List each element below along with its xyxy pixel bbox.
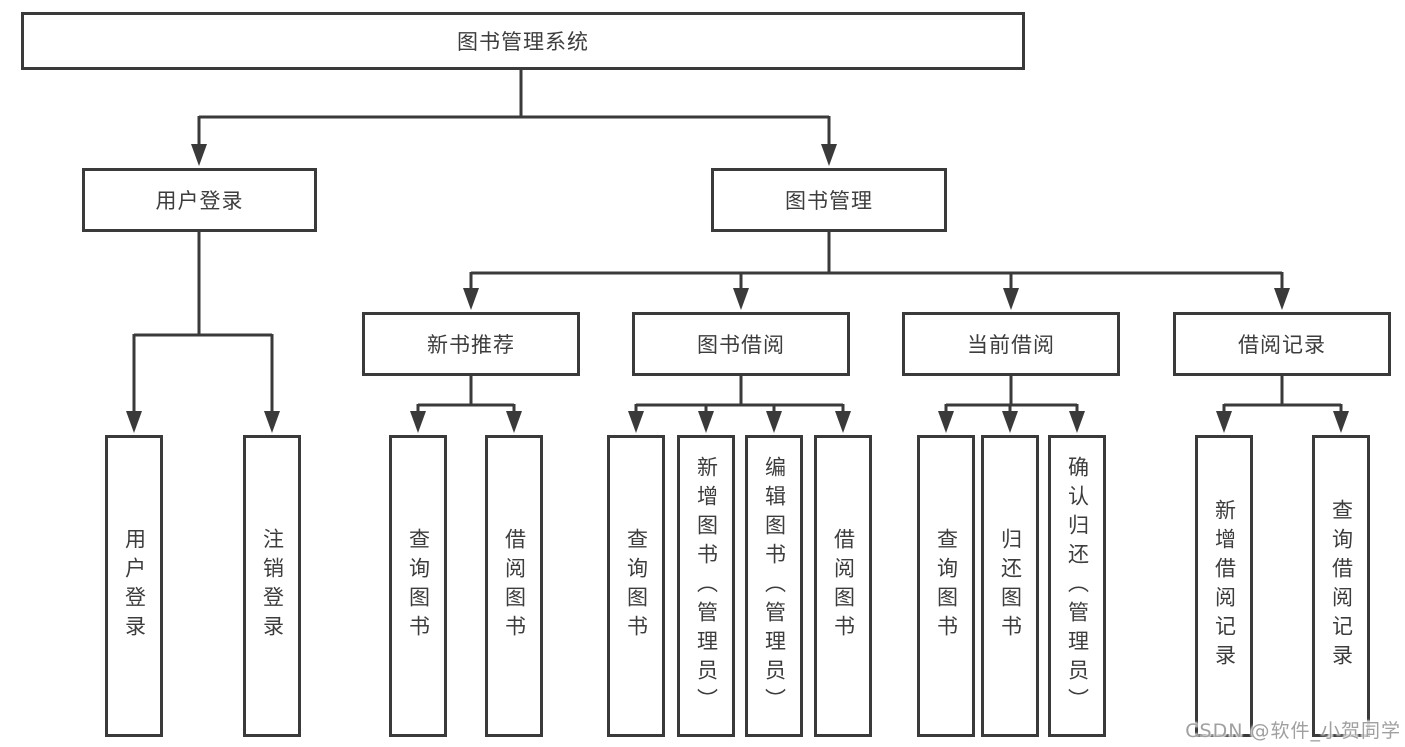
leaf-edit-books-admin: 编辑图书（管理员） xyxy=(745,435,803,737)
node-current-borrow: 当前借阅 xyxy=(902,312,1120,376)
leaf-label: 用户登录 xyxy=(122,528,147,644)
leaf-query-books-borrow: 查询图书 xyxy=(607,435,665,737)
leaf-borrow-books-recommend: 借阅图书 xyxy=(485,435,543,737)
leaf-label: 确认归还（管理员） xyxy=(1065,455,1090,717)
node-label: 图书借阅 xyxy=(697,333,785,357)
leaf-label: 新增图书（管理员） xyxy=(694,455,719,717)
node-label: 借阅记录 xyxy=(1238,333,1326,357)
leaf-query-books-recommend: 查询图书 xyxy=(389,435,447,737)
node-borrow-records: 借阅记录 xyxy=(1173,312,1391,376)
leaf-label: 编辑图书（管理员） xyxy=(762,455,787,717)
node-book-borrow: 图书借阅 xyxy=(632,312,850,376)
csdn-watermark: CSDN @软件_小贺同学 xyxy=(1185,720,1401,742)
leaf-label: 新增借阅记录 xyxy=(1212,499,1237,673)
node-label: 用户登录 xyxy=(155,189,244,213)
node-new-book-recommend: 新书推荐 xyxy=(362,312,580,376)
leaf-label: 查询图书 xyxy=(624,528,649,644)
node-book-management: 图书管理 xyxy=(711,168,947,232)
node-label: 新书推荐 xyxy=(427,333,515,357)
node-label: 图书管理系统 xyxy=(457,30,589,54)
leaf-query-borrow-record: 查询借阅记录 xyxy=(1312,435,1370,737)
leaf-label: 借阅图书 xyxy=(502,528,527,644)
leaf-borrow-books: 借阅图书 xyxy=(814,435,872,737)
node-user-login: 用户登录 xyxy=(82,168,317,232)
node-label: 当前借阅 xyxy=(967,333,1055,357)
leaf-return-books: 归还图书 xyxy=(981,435,1039,737)
leaf-add-borrow-record: 新增借阅记录 xyxy=(1195,435,1253,737)
leaf-user-login: 用户登录 xyxy=(105,435,163,737)
leaf-logout: 注销登录 xyxy=(243,435,301,737)
leaf-label: 归还图书 xyxy=(998,528,1023,644)
leaf-label: 查询借阅记录 xyxy=(1329,499,1354,673)
leaf-label: 借阅图书 xyxy=(831,528,856,644)
leaf-label: 查询图书 xyxy=(406,528,431,644)
leaf-add-books-admin: 新增图书（管理员） xyxy=(677,435,735,737)
leaf-query-books-current: 查询图书 xyxy=(917,435,975,737)
node-label: 图书管理 xyxy=(785,189,873,213)
leaf-confirm-return-admin: 确认归还（管理员） xyxy=(1048,435,1106,737)
leaf-label: 查询图书 xyxy=(934,528,959,644)
node-library-management-system: 图书管理系统 xyxy=(21,12,1025,70)
arrowhead-icons xyxy=(126,144,1349,433)
leaf-label: 注销登录 xyxy=(260,528,285,644)
